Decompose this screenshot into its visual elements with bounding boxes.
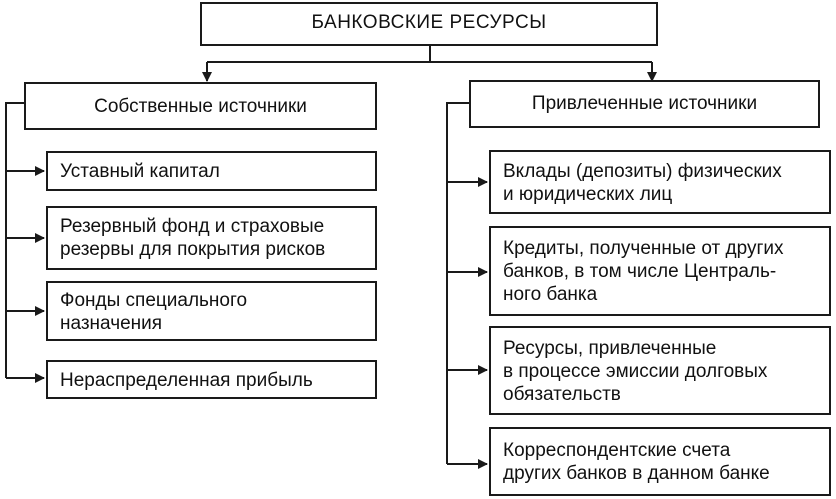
left-item-4: Нераспределенная прибыль bbox=[46, 360, 377, 399]
right-item-3-label: Ресурсы, привлеченные в процессе эмиссии… bbox=[503, 338, 768, 405]
left-item-2: Резервный фонд и страховые резервы для п… bbox=[46, 206, 377, 270]
right-head-node: Привлеченные источники bbox=[469, 80, 820, 128]
root-node: БАНКОВСКИЕ РЕСУРСЫ bbox=[200, 2, 658, 46]
left-item-1-label: Уставный капитал bbox=[60, 161, 220, 182]
right-item-1: Вклады (депозиты) физических и юридическ… bbox=[489, 150, 831, 214]
right-item-2-label: Кредиты, полученные от других банков, в … bbox=[503, 238, 784, 305]
right-item-3: Ресурсы, привлеченные в процессе эмиссии… bbox=[489, 326, 831, 415]
right-item-4: Корреспондентские счета других банков в … bbox=[489, 427, 831, 496]
left-item-2-label: Резервный фонд и страховые резервы для п… bbox=[60, 216, 326, 260]
left-head-label: Собственные источники bbox=[94, 96, 307, 117]
left-head-node: Собственные источники bbox=[24, 82, 377, 130]
left-item-4-label: Нераспределенная прибыль bbox=[60, 370, 313, 391]
right-item-2: Кредиты, полученные от других банков, в … bbox=[489, 226, 831, 316]
right-head-label: Привлеченные источники bbox=[531, 93, 758, 114]
left-item-3-label: Фонды специального назначения bbox=[60, 290, 248, 334]
left-item-1: Уставный капитал bbox=[46, 151, 377, 191]
root-label: БАНКОВСКИЕ РЕСУРСЫ bbox=[311, 12, 547, 33]
left-spine-line bbox=[5, 102, 24, 378]
right-item-4-label: Корреспондентские счета других банков в … bbox=[503, 440, 770, 484]
right-spine-line bbox=[446, 102, 469, 464]
right-item-1-label: Вклады (депозиты) физических и юридическ… bbox=[503, 161, 782, 205]
left-item-3: Фонды специального назначения bbox=[46, 281, 377, 341]
